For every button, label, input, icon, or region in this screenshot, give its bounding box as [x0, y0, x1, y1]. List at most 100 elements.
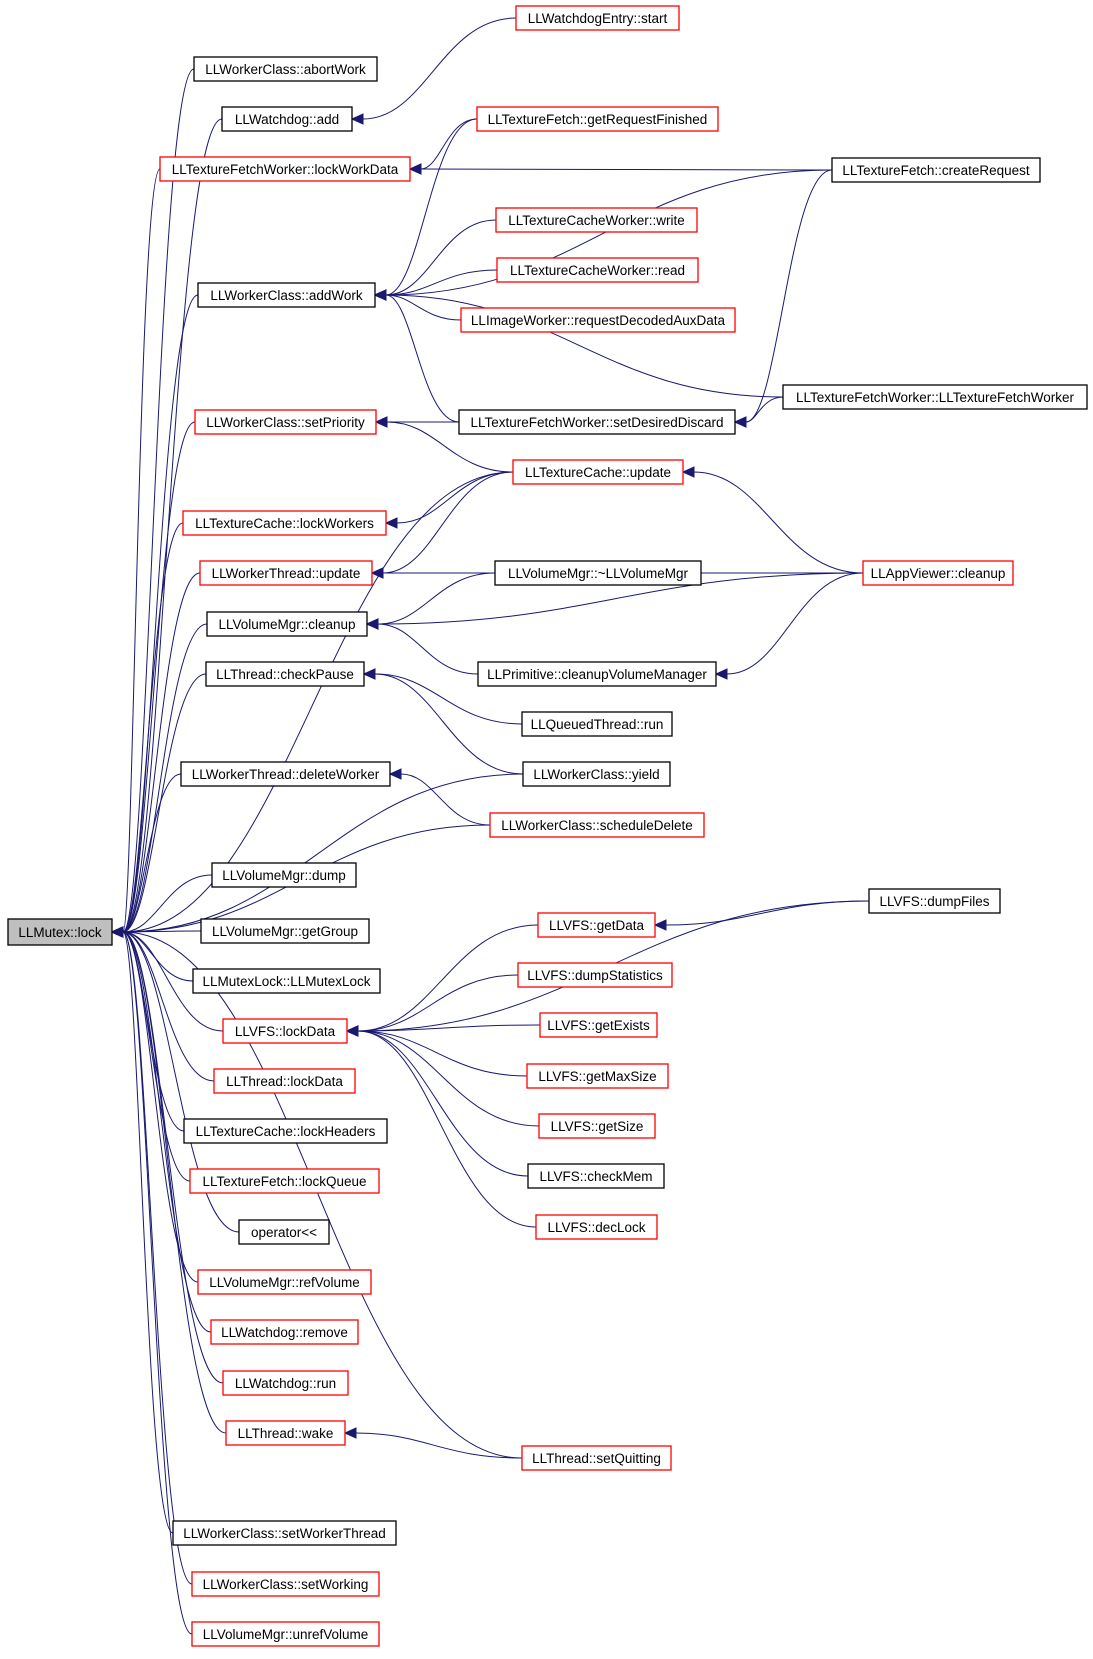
graph-node-vm-unrefvol[interactable]: LLVolumeMgr::unrefVolume — [191, 1621, 380, 1647]
node-box[interactable] — [526, 1063, 669, 1089]
node-label[interactable]: LLVolumeMgr::cleanup — [218, 617, 355, 632]
node-label[interactable]: LLWorkerClass::setWorkerThread — [183, 1526, 386, 1541]
node-label[interactable]: operator<< — [251, 1225, 317, 1240]
node-label[interactable]: LLWorkerThread::update — [212, 566, 361, 581]
node-box[interactable] — [189, 1168, 380, 1194]
node-label[interactable]: LLWorkerClass::addWork — [210, 288, 363, 303]
node-box[interactable] — [489, 812, 705, 838]
graph-node-vm-dump[interactable]: LLVolumeMgr::dump — [211, 862, 357, 888]
node-box[interactable] — [222, 1370, 349, 1396]
node-label[interactable]: LLVolumeMgr::dump — [222, 868, 346, 883]
node-box[interactable] — [199, 560, 373, 586]
node-box[interactable] — [192, 968, 381, 994]
graph-node-vfs-getsize[interactable]: LLVFS::getSize — [538, 1113, 656, 1139]
node-label[interactable]: LLTextureCache::lockWorkers — [195, 516, 374, 531]
node-label[interactable]: LLTextureFetch::lockQueue — [202, 1174, 366, 1189]
graph-node-wc-schedDel[interactable]: LLWorkerClass::scheduleDelete — [489, 812, 705, 838]
node-label[interactable]: LLWatchdog::remove — [221, 1325, 348, 1340]
node-label[interactable]: LLPrimitive::cleanupVolumeManager — [487, 667, 707, 682]
node-box[interactable] — [205, 661, 365, 687]
graph-node-wc-setworkerthread[interactable]: LLWorkerClass::setWorkerThread — [172, 1520, 397, 1546]
node-box[interactable] — [182, 510, 387, 536]
node-label[interactable]: LLVolumeMgr::unrefVolume — [203, 1627, 369, 1642]
node-box[interactable] — [522, 761, 671, 787]
node-label[interactable]: LLTextureFetchWorker::lockWorkData — [172, 162, 399, 177]
node-label[interactable]: LLVFS::checkMem — [539, 1169, 652, 1184]
node-label[interactable]: LLWorkerClass::setPriority — [206, 415, 365, 430]
node-label[interactable]: LLThread::lockData — [226, 1074, 343, 1089]
node-label[interactable]: LLWorkerThread::deleteWorker — [192, 767, 380, 782]
node-label[interactable]: LLWatchdog::run — [235, 1376, 336, 1391]
graph-node-th-wake[interactable]: LLThread::wake — [225, 1420, 346, 1446]
node-box[interactable] — [197, 1269, 372, 1295]
node-label[interactable]: LLVFS::getData — [549, 918, 645, 933]
node-box[interactable] — [210, 1319, 359, 1345]
node-box[interactable] — [477, 661, 717, 687]
node-box[interactable] — [537, 912, 656, 938]
node-box[interactable] — [458, 409, 736, 435]
node-box[interactable] — [862, 560, 1014, 586]
node-label[interactable]: LLWatchdog::add — [235, 112, 339, 127]
node-box[interactable] — [535, 1214, 658, 1240]
node-label[interactable]: LLVFS::dumpFiles — [879, 894, 989, 909]
node-box[interactable] — [868, 888, 1001, 914]
graph-node-wc-abort[interactable]: LLWorkerClass::abortWork — [193, 56, 378, 82]
graph-node-vm-cleanup[interactable]: LLVolumeMgr::cleanup — [206, 611, 368, 637]
node-label[interactable]: LLWorkerClass::yield — [533, 767, 659, 782]
graph-node-th-checkpause[interactable]: LLThread::checkPause — [205, 661, 365, 687]
node-label[interactable]: LLQueuedThread::run — [531, 717, 664, 732]
node-label[interactable]: LLWorkerClass::setWorking — [203, 1577, 369, 1592]
node-box[interactable] — [538, 1113, 656, 1139]
node-label[interactable]: LLAppViewer::cleanup — [871, 566, 1006, 581]
graph-node-wt-delworker[interactable]: LLWorkerThread::deleteWorker — [180, 761, 391, 787]
graph-node-vfs-lockdata[interactable]: LLVFS::lockData — [222, 1018, 348, 1044]
node-label[interactable]: LLVFS::decLock — [547, 1220, 645, 1235]
node-label[interactable]: LLTextureFetchWorker::LLTextureFetchWork… — [796, 390, 1075, 405]
graph-node-tfw-lockwork[interactable]: LLTextureFetchWorker::lockWorkData — [159, 156, 411, 182]
graph-node-wc-setworking[interactable]: LLWorkerClass::setWorking — [191, 1571, 380, 1597]
node-label[interactable]: LLWorkerClass::scheduleDelete — [501, 818, 693, 833]
node-label[interactable]: LLVolumeMgr::~LLVolumeMgr — [508, 566, 688, 581]
node-box[interactable] — [831, 157, 1041, 183]
graph-node-vfs-declock[interactable]: LLVFS::decLock — [535, 1214, 658, 1240]
graph-node-wd-start[interactable]: LLWatchdogEntry::start — [515, 5, 680, 31]
node-box[interactable] — [494, 560, 702, 586]
node-label[interactable]: LLVolumeMgr::getGroup — [212, 924, 358, 939]
graph-node-tf-lockqueue[interactable]: LLTextureFetch::lockQueue — [189, 1168, 380, 1194]
node-label[interactable]: LLWatchdogEntry::start — [528, 11, 668, 26]
node-box[interactable] — [222, 1018, 348, 1044]
graph-node-tc-lockheaders[interactable]: LLTextureCache::lockHeaders — [183, 1118, 388, 1144]
node-box[interactable] — [172, 1520, 397, 1546]
node-box[interactable] — [527, 1163, 665, 1189]
node-label[interactable]: LLVFS::getExists — [547, 1018, 650, 1033]
node-label[interactable]: LLTextureCache::update — [525, 465, 671, 480]
graph-node-vfs-dumpfiles[interactable]: LLVFS::dumpFiles — [868, 888, 1001, 914]
node-box[interactable] — [238, 1219, 330, 1245]
graph-node-wc-setprio[interactable]: LLWorkerClass::setPriority — [194, 409, 377, 435]
node-box[interactable] — [496, 257, 699, 283]
graph-node-wc-yield[interactable]: LLWorkerClass::yield — [522, 761, 671, 787]
graph-node-ml-ctor[interactable]: LLMutexLock::LLMutexLock — [192, 968, 381, 994]
node-label[interactable]: LLVFS::lockData — [235, 1024, 336, 1039]
node-box[interactable] — [193, 56, 378, 82]
graph-node-vfs-getmaxsize[interactable]: LLVFS::getMaxSize — [526, 1063, 669, 1089]
node-box[interactable] — [211, 862, 357, 888]
node-label[interactable]: LLTextureCacheWorker::write — [508, 213, 685, 228]
graph-node-tcw-read[interactable]: LLTextureCacheWorker::read — [496, 257, 699, 283]
graph-node-wc-addwork[interactable]: LLWorkerClass::addWork — [197, 282, 376, 308]
graph-node-vm-dtor[interactable]: LLVolumeMgr::~LLVolumeMgr — [494, 560, 702, 586]
node-label[interactable]: LLThread::checkPause — [216, 667, 354, 682]
graph-node-vfs-dumpstats[interactable]: LLVFS::dumpStatistics — [517, 962, 673, 988]
node-box[interactable] — [476, 106, 719, 132]
graph-node-tf-create[interactable]: LLTextureFetch::createRequest — [831, 157, 1041, 183]
graph-node-wd-run[interactable]: LLWatchdog::run — [222, 1370, 349, 1396]
graph-node-vm-refvol[interactable]: LLVolumeMgr::refVolume — [197, 1269, 372, 1295]
node-label[interactable]: LLMutex::lock — [18, 925, 102, 940]
graph-node-tcw-write[interactable]: LLTextureCacheWorker::write — [495, 207, 698, 233]
node-label[interactable]: LLWorkerClass::abortWork — [205, 62, 366, 77]
node-box[interactable] — [460, 307, 736, 333]
graph-node-prim-cleanup[interactable]: LLPrimitive::cleanupVolumeManager — [477, 661, 717, 687]
graph-node-app-cleanup[interactable]: LLAppViewer::cleanup — [862, 560, 1014, 586]
graph-node-wd-remove[interactable]: LLWatchdog::remove — [210, 1319, 359, 1345]
graph-node-tfw-setdisc[interactable]: LLTextureFetchWorker::setDesiredDiscard — [458, 409, 736, 435]
